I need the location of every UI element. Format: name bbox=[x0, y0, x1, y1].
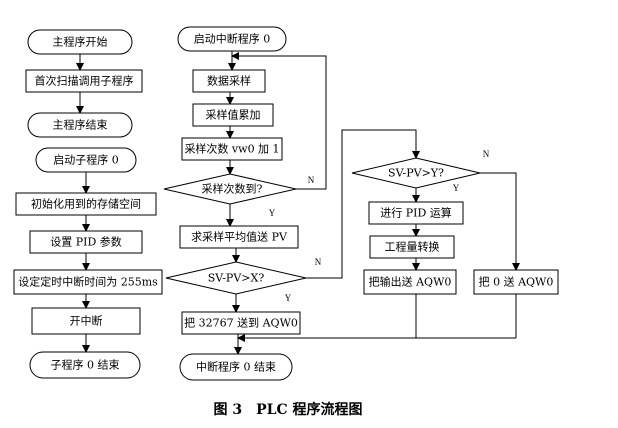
pid-calc-label: 进行 PID 运算 bbox=[380, 206, 452, 220]
set-timer-node: 设定定时中断时间为 255ms bbox=[13, 269, 163, 295]
count-check-no-label: N bbox=[308, 175, 315, 185]
set-pid-node: 设置 PID 参数 bbox=[29, 230, 143, 254]
main-program-start-node: 主程序开始 bbox=[27, 29, 133, 55]
count-check-yes-label: Y bbox=[269, 208, 276, 218]
subroutine-start-label: 启动子程序 0 bbox=[53, 153, 119, 167]
eng-convert-label: 工程量转换 bbox=[385, 240, 440, 254]
check-x-no-arrow bbox=[306, 129, 420, 279]
subroutine-end-label: 子程序 0 结束 bbox=[51, 358, 120, 372]
avg-to-pv-node: 求采样平均值送 PV bbox=[179, 225, 299, 249]
main-program-end-node: 主程序结束 bbox=[27, 112, 133, 138]
check-y-label: SV-PV>Y? bbox=[388, 167, 444, 180]
avg-to-pv-label: 求采样平均值送 PV bbox=[191, 230, 288, 244]
check-x-yes-label: Y bbox=[285, 293, 292, 303]
interrupt-end-label: 中断程序 0 结束 bbox=[196, 360, 276, 374]
zero-aqw-label: 把 0 送 AQW0 bbox=[479, 275, 554, 289]
data-sample-node: 数据采样 bbox=[192, 69, 266, 93]
enable-interrupt-node: 开中断 bbox=[31, 307, 141, 335]
init-storage-label: 初始化用到的存储空间 bbox=[31, 197, 141, 211]
eng-convert-node: 工程量转换 bbox=[369, 235, 455, 259]
output-aqw-label: 把输出送 AQW0 bbox=[369, 275, 452, 289]
enable-interrupt-label: 开中断 bbox=[70, 314, 103, 328]
send-max-label: 把 32767 送到 AQW0 bbox=[184, 316, 298, 330]
accumulate-label: 采样值累加 bbox=[206, 108, 261, 122]
data-sample-label: 数据采样 bbox=[207, 74, 251, 88]
count-inc-node: 采样次数 vw0 加 1 bbox=[181, 137, 283, 161]
zero-aqw-node: 把 0 送 AQW0 bbox=[473, 269, 559, 295]
init-call-node: 首次扫描调用子程序 bbox=[25, 69, 143, 93]
check-x-decision: SV-PV>X? bbox=[165, 261, 307, 295]
subroutine-end-node: 子程序 0 结束 bbox=[29, 351, 141, 379]
loop-back-arrow bbox=[231, 52, 327, 190]
pid-calc-node: 进行 PID 运算 bbox=[368, 201, 464, 225]
subroutine-start-node: 启动子程序 0 bbox=[35, 147, 137, 173]
accumulate-node: 采样值累加 bbox=[192, 103, 274, 127]
output-aqw-node: 把输出送 AQW0 bbox=[363, 269, 457, 295]
interrupt-end-node: 中断程序 0 结束 bbox=[179, 353, 293, 381]
check-x-no-label: N bbox=[315, 257, 322, 267]
count-inc-label: 采样次数 vw0 加 1 bbox=[184, 142, 279, 156]
interrupt-start-label: 启动中断程序 0 bbox=[194, 32, 271, 46]
check-y-yes-label: Y bbox=[453, 183, 460, 193]
set-timer-label: 设定定时中断时间为 255ms bbox=[18, 275, 158, 289]
count-check-label: 采样次数到? bbox=[202, 182, 263, 196]
check-x-label: SV-PV>X? bbox=[208, 272, 265, 285]
figure-caption: 图 3 PLC 程序流程图 bbox=[213, 401, 362, 418]
count-check-decision: 采样次数到? bbox=[163, 173, 297, 205]
main-program-end-label: 主程序结束 bbox=[53, 118, 108, 132]
set-pid-label: 设置 PID 参数 bbox=[50, 235, 122, 249]
init-call-label: 首次扫描调用子程序 bbox=[35, 74, 134, 88]
main-program-start-label: 主程序开始 bbox=[53, 35, 108, 49]
send-max-node: 把 32767 送到 AQW0 bbox=[181, 311, 301, 335]
check-y-no-label: N bbox=[483, 149, 490, 159]
init-storage-node: 初始化用到的存储空间 bbox=[15, 192, 157, 216]
check-y-no-arrow bbox=[480, 172, 520, 271]
check-y-decision: SV-PV>Y? bbox=[351, 157, 481, 189]
interrupt-start-node: 启动中断程序 0 bbox=[177, 26, 287, 52]
